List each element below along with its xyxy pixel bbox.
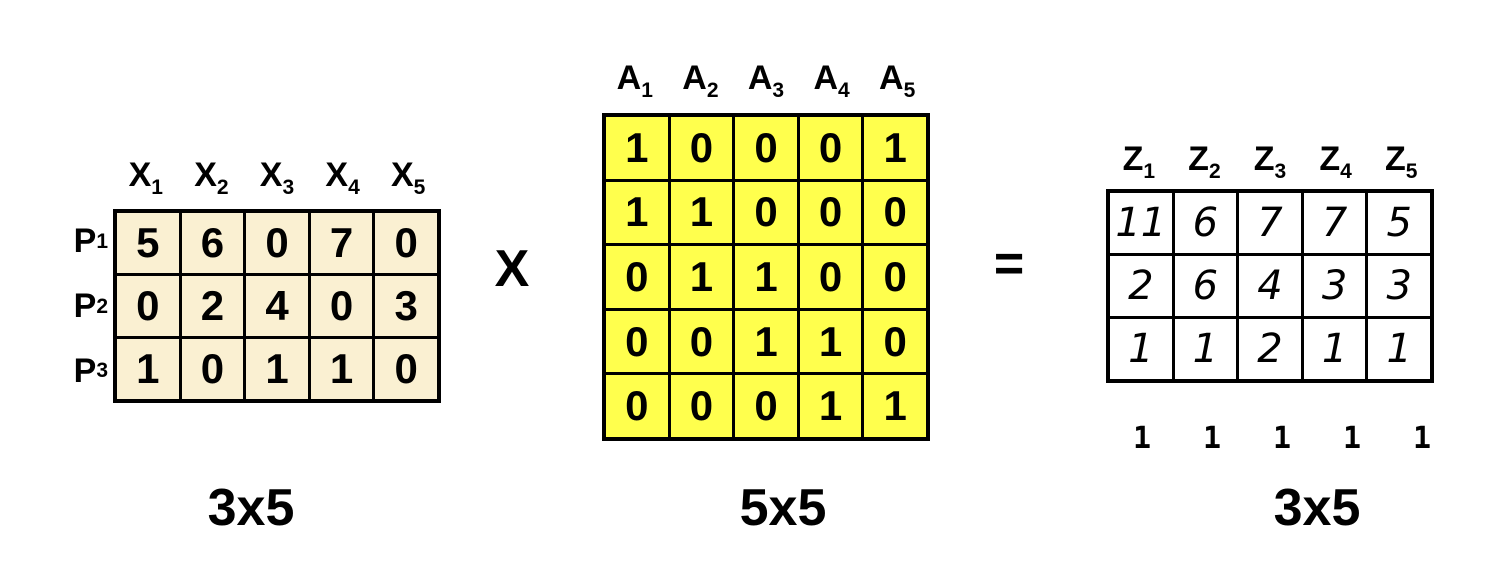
ones-row-value: 1 bbox=[1202, 420, 1222, 456]
left-matrix-cell: 6 bbox=[181, 213, 244, 273]
left-matrix-cell: 1 bbox=[310, 339, 373, 399]
result-ones-row: 1 1 1 1 1 bbox=[1107, 418, 1457, 458]
column-header-a5: A5 bbox=[879, 59, 916, 102]
middle-matrix-cell: 0 bbox=[735, 181, 797, 244]
column-header-a1: A1 bbox=[616, 59, 653, 102]
middle-matrix-cell: 0 bbox=[670, 375, 733, 437]
column-header-z5: Z5 bbox=[1384, 140, 1418, 183]
result-matrix-cell: 3 bbox=[1303, 256, 1366, 316]
middle-matrix-cell: 1 bbox=[864, 117, 926, 179]
result-matrix-cell: 2 bbox=[1239, 319, 1301, 379]
result-matrix-cell: 1 bbox=[1174, 319, 1237, 379]
ones-row-value: 1 bbox=[1272, 420, 1292, 456]
result-matrix-cell: 6 bbox=[1174, 256, 1237, 316]
middle-matrix-cell: 1 bbox=[799, 375, 862, 437]
result-matrix-column-headers: Z1 Z2 Z3 Z4 Z5 bbox=[1106, 138, 1434, 186]
middle-matrix-cell: 1 bbox=[864, 375, 926, 437]
result-matrix-cell: 11 bbox=[1110, 193, 1172, 253]
middle-matrix-cell: 0 bbox=[799, 181, 862, 244]
column-header-a2: A2 bbox=[682, 59, 719, 102]
left-matrix-cell: 1 bbox=[246, 339, 308, 399]
left-matrix-cell: 5 bbox=[117, 213, 179, 273]
middle-matrix-cell: 1 bbox=[606, 181, 668, 244]
result-matrix-cell: 3 bbox=[1368, 256, 1430, 316]
middle-matrix-cell: 0 bbox=[670, 310, 733, 373]
middle-matrix-cell: 1 bbox=[670, 246, 733, 308]
ones-row-value: 1 bbox=[1342, 420, 1362, 456]
middle-matrix-cell: 0 bbox=[799, 246, 862, 308]
left-matrix-dimension-label: 3x5 bbox=[207, 479, 295, 537]
middle-matrix-cell: 1 bbox=[606, 117, 668, 179]
result-matrix-cell: 6 bbox=[1174, 193, 1237, 253]
middle-matrix-cell: 0 bbox=[735, 375, 797, 437]
left-matrix-cell: 2 bbox=[181, 276, 244, 336]
result-matrix-cell: 1 bbox=[1303, 319, 1366, 379]
column-header-a3: A3 bbox=[747, 59, 785, 102]
middle-matrix-cell: 0 bbox=[606, 310, 668, 373]
multiply-operator: X bbox=[494, 240, 530, 298]
middle-matrix-cell: 0 bbox=[606, 246, 668, 308]
result-matrix-cell: 7 bbox=[1239, 193, 1301, 253]
column-header-x2: X2 bbox=[194, 155, 229, 199]
column-header-a4: A4 bbox=[813, 59, 850, 102]
column-header-x1: X1 bbox=[128, 155, 163, 199]
ones-row-value: 1 bbox=[1412, 420, 1432, 456]
left-matrix-cell: 0 bbox=[246, 213, 308, 273]
column-header-z3: Z3 bbox=[1253, 140, 1287, 183]
result-matrix-cell: 5 bbox=[1368, 193, 1430, 253]
left-matrix-cell: 3 bbox=[375, 276, 437, 336]
left-matrix-cell: 1 bbox=[117, 339, 179, 399]
column-header-x3: X3 bbox=[259, 155, 295, 199]
equals-operator: = bbox=[993, 235, 1025, 293]
middle-matrix-cell: 0 bbox=[670, 117, 733, 179]
result-matrix-cell: 1 bbox=[1110, 319, 1172, 379]
column-header-x5: X5 bbox=[390, 155, 426, 199]
result-matrix-cell: 2 bbox=[1110, 256, 1172, 316]
column-header-z2: Z2 bbox=[1188, 140, 1221, 183]
middle-matrix-cell: 1 bbox=[799, 310, 862, 373]
middle-matrix-cell: 0 bbox=[735, 117, 797, 179]
left-matrix-cell: 4 bbox=[246, 276, 308, 336]
middle-matrix-cell: 1 bbox=[670, 181, 733, 244]
left-matrix-cell: 7 bbox=[310, 213, 373, 273]
column-header-x4: X4 bbox=[325, 155, 360, 199]
middle-matrix-cell: 0 bbox=[864, 181, 926, 244]
middle-matrix-cell: 0 bbox=[606, 375, 668, 437]
middle-matrix-cell: 0 bbox=[864, 310, 926, 373]
middle-matrix-cell: 0 bbox=[799, 117, 862, 179]
result-matrix-cell: 1 bbox=[1368, 319, 1430, 379]
middle-matrix-dimension-label: 5x5 bbox=[739, 479, 827, 537]
middle-matrix-column-headers: A1 A2 A3 A4 A5 bbox=[602, 52, 930, 110]
middle-matrix-cell: 1 bbox=[735, 310, 797, 373]
left-matrix-cell: 0 bbox=[181, 339, 244, 399]
middle-matrix-cell: 0 bbox=[864, 246, 926, 308]
column-header-z1: Z1 bbox=[1122, 140, 1156, 183]
left-matrix-cell: 0 bbox=[117, 276, 179, 336]
result-matrix-cell: 4 bbox=[1239, 256, 1301, 316]
middle-matrix-cell: 1 bbox=[735, 246, 797, 308]
result-matrix-cell: 7 bbox=[1303, 193, 1366, 253]
left-matrix-cell: 0 bbox=[375, 213, 437, 273]
ones-row-value: 1 bbox=[1132, 420, 1152, 456]
column-header-z4: Z4 bbox=[1319, 140, 1352, 183]
left-matrix-column-headers: X1 X2 X3 X4 X5 bbox=[113, 150, 441, 205]
result-matrix-dimension-label: 3x5 bbox=[1273, 479, 1361, 537]
left-matrix-cell: 0 bbox=[310, 276, 373, 336]
left-matrix-cell: 0 bbox=[375, 339, 437, 399]
